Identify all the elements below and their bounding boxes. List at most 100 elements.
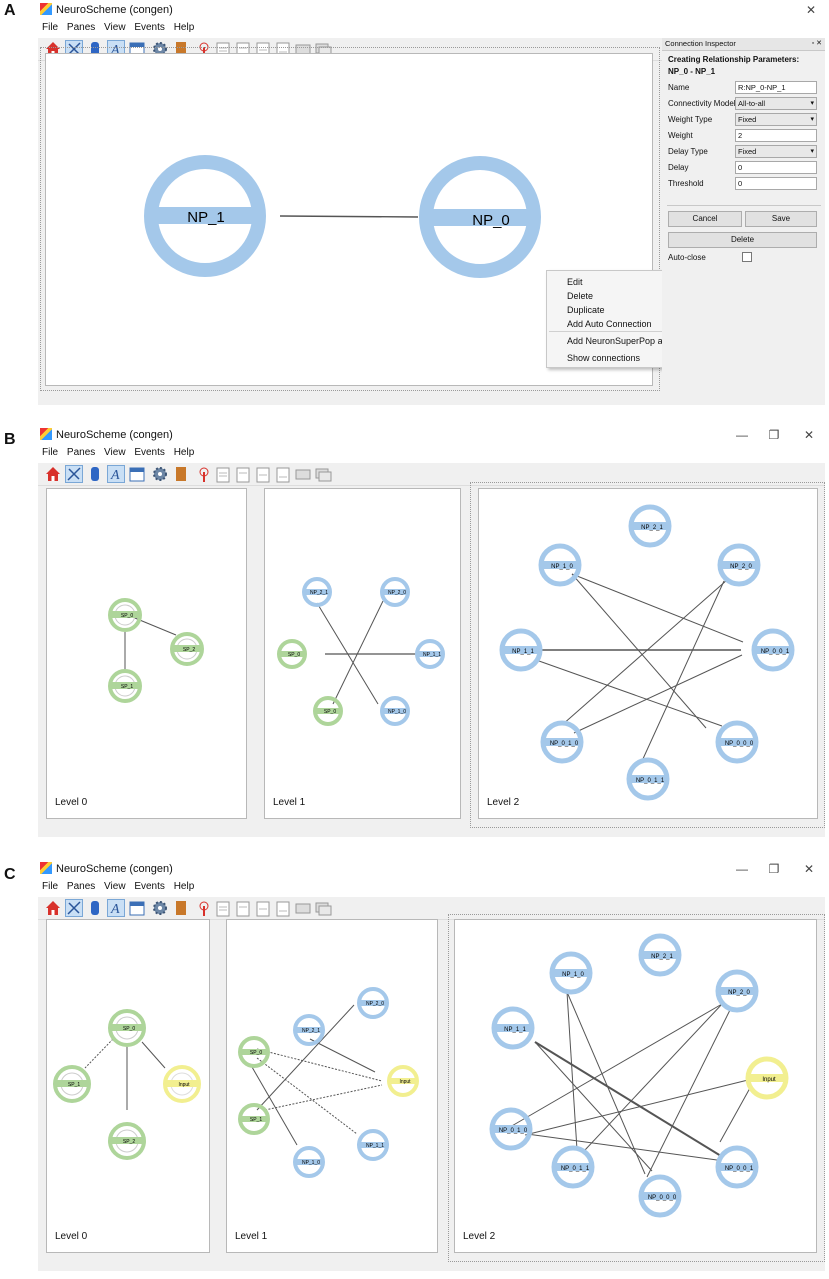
context-show-connections[interactable]: Show connections	[567, 353, 641, 363]
clipboard-copy-icon[interactable]	[274, 899, 292, 917]
home-icon[interactable]	[44, 899, 62, 917]
node-label: NP_2_0	[730, 564, 752, 570]
delete-button[interactable]: Delete	[668, 232, 817, 248]
image-icon[interactable]	[294, 465, 312, 483]
context-duplicate[interactable]: Duplicate	[567, 305, 605, 315]
connect-icon[interactable]	[65, 899, 83, 917]
image-icon[interactable]	[294, 899, 312, 917]
level-2-pane[interactable]: NP_1_0 NP_2_1 NP_2_0 NP_1_1 Input NP_0_1…	[454, 919, 817, 1253]
image-stack-icon[interactable]	[314, 899, 332, 917]
level-2-pane[interactable]: NP_2_1 NP_1_0 NP_2_0 NP_1_1 NP_0_0_1 NP_…	[478, 488, 818, 819]
close-icon[interactable]: ✕	[803, 428, 815, 442]
book-icon[interactable]	[172, 899, 190, 917]
image-stack-icon[interactable]	[314, 465, 332, 483]
menu-panes[interactable]: Panes	[66, 447, 96, 458]
autoclose-checkbox[interactable]	[742, 252, 752, 262]
level-0-graph: SP_0 SP_2 SP_1	[108, 598, 204, 703]
panel-letter-b: B	[4, 431, 16, 448]
clipboard-list-icon[interactable]	[254, 899, 272, 917]
calendar-icon[interactable]	[128, 899, 146, 917]
node-label: NP_0_0_0	[648, 1195, 677, 1201]
weight-input[interactable]: 2	[735, 129, 817, 142]
neuron-icon[interactable]	[86, 465, 104, 483]
node-sp-1: SP_1	[53, 1065, 91, 1103]
delay-input[interactable]: 0	[735, 161, 817, 174]
menu-help[interactable]: Help	[173, 881, 195, 892]
menu-view[interactable]: View	[104, 881, 126, 892]
node-label: NP_1_1	[512, 649, 534, 655]
svg-text:A: A	[110, 43, 120, 57]
node-label: SP_1	[121, 684, 133, 690]
inspector-header: Connection Inspector ▫ ✕	[662, 38, 825, 51]
level-1-pane[interactable]: NP_2_1 NP_2_0 SP_0 NP_1_1 SP_0 NP_1_0 Le…	[264, 488, 461, 819]
level-0-pane[interactable]: SP_0 SP_2 SP_1 Level 0	[46, 488, 247, 819]
node-label: SP_2	[123, 1139, 135, 1145]
antenna-icon[interactable]	[195, 899, 213, 917]
close-icon[interactable]: ✕	[805, 3, 817, 17]
context-add-auto-connection[interactable]: Add Auto Connection	[567, 319, 652, 329]
cancel-button[interactable]: Cancel	[668, 211, 742, 227]
connectivity-model-select[interactable]: All-to-all	[735, 97, 817, 110]
node-np-2-0: NP_2_0	[717, 543, 761, 587]
text-icon[interactable]: A	[107, 899, 125, 917]
name-input[interactable]: R:NP_0-NP_1	[735, 81, 817, 94]
settings-gear-icon[interactable]	[151, 899, 169, 917]
menu-help[interactable]: Help	[173, 22, 195, 33]
close-icon[interactable]: ✕	[803, 862, 815, 876]
book-icon[interactable]	[172, 465, 190, 483]
save-button[interactable]: Save	[745, 211, 817, 227]
delay-type-select[interactable]: Fixed	[735, 145, 817, 158]
level-2-frame	[448, 914, 825, 1262]
node-label: NP_2_1	[641, 525, 663, 531]
graph-canvas: NP_1 NP_0	[144, 155, 541, 278]
context-add-superpop-parent[interactable]: Add NeuronSuperPop as parent	[567, 336, 696, 346]
book-icon[interactable]	[172, 40, 190, 58]
menu-file[interactable]: File	[42, 447, 59, 458]
menu-panes[interactable]: Panes	[66, 22, 96, 33]
menu-events[interactable]: Events	[134, 22, 165, 33]
menu-view[interactable]: View	[104, 447, 126, 458]
antenna-icon[interactable]	[195, 465, 213, 483]
level-label: Level 2	[487, 797, 520, 808]
clipboard-icon[interactable]	[214, 899, 232, 917]
neuron-icon[interactable]	[86, 40, 104, 58]
context-delete[interactable]: Delete	[567, 291, 594, 301]
node-label: SP_1	[250, 1117, 262, 1123]
level-label: Level 1	[273, 797, 306, 808]
level-0-pane[interactable]: SP_0 SP_1 Input SP_2 Level 0	[46, 919, 210, 1253]
node-label: NP_1_0	[388, 709, 406, 715]
clipboard-list-icon[interactable]	[254, 465, 272, 483]
calendar-icon[interactable]	[128, 465, 146, 483]
settings-gear-icon[interactable]	[151, 465, 169, 483]
menu-help[interactable]: Help	[173, 447, 195, 458]
connect-icon[interactable]	[65, 465, 83, 483]
level-1-pane[interactable]: NP_2_1 NP_2_0 SP_0 Input SP_1 NP_1_0 NP_…	[226, 919, 438, 1253]
restore-icon[interactable]: ❐	[768, 428, 780, 442]
restore-icon[interactable]: ❐	[768, 862, 780, 876]
clipboard-check-icon[interactable]	[234, 899, 252, 917]
level-label: Level 0	[55, 797, 88, 808]
weight-type-select[interactable]: Fixed	[735, 113, 817, 126]
menu-file[interactable]: File	[42, 881, 59, 892]
clipboard-check-icon[interactable]	[234, 465, 252, 483]
titlebar: NeuroScheme (congen) — ❐ ✕	[38, 859, 825, 881]
text-icon[interactable]: A	[107, 465, 125, 483]
menu-events[interactable]: Events	[134, 447, 165, 458]
menu-view[interactable]: View	[104, 22, 126, 33]
context-edit[interactable]: Edit	[567, 277, 583, 287]
menu-events[interactable]: Events	[134, 881, 165, 892]
minimize-icon[interactable]: —	[736, 428, 748, 442]
app-logo-icon	[40, 428, 52, 440]
clipboard-icon[interactable]	[214, 465, 232, 483]
menu-file[interactable]: File	[42, 22, 59, 33]
connection-inspector: Connection Inspector ▫ ✕ Creating Relati…	[662, 38, 825, 383]
threshold-input[interactable]: 0	[735, 177, 817, 190]
menu-panes[interactable]: Panes	[66, 881, 96, 892]
field-label: Weight	[668, 131, 693, 140]
dock-close-icon[interactable]: ▫ ✕	[811, 40, 822, 47]
neuron-icon[interactable]	[86, 899, 104, 917]
home-icon[interactable]	[44, 465, 62, 483]
clipboard-copy-icon[interactable]	[274, 465, 292, 483]
minimize-icon[interactable]: —	[736, 862, 748, 876]
